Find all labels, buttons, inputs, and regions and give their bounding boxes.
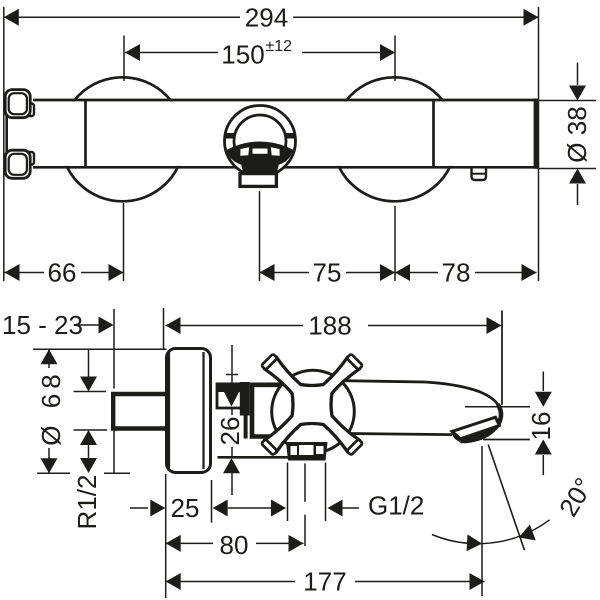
svg-text:Ø 38: Ø 38 xyxy=(562,106,592,162)
svg-text:177: 177 xyxy=(303,567,346,597)
svg-text:16: 16 xyxy=(526,412,556,441)
svg-text:294: 294 xyxy=(245,2,288,32)
svg-text:75: 75 xyxy=(313,258,342,288)
svg-text:25: 25 xyxy=(171,493,200,523)
svg-text:150: 150 xyxy=(221,40,264,70)
svg-text:±12: ±12 xyxy=(266,38,293,55)
svg-text:Ø 68: Ø 68 xyxy=(36,369,66,445)
svg-text:G1/2: G1/2 xyxy=(368,491,424,521)
svg-text:80: 80 xyxy=(220,530,249,560)
svg-text:78: 78 xyxy=(442,258,471,288)
svg-text:R1/2: R1/2 xyxy=(72,475,102,530)
svg-text:26: 26 xyxy=(215,417,245,446)
svg-text:15 - 23: 15 - 23 xyxy=(2,310,83,340)
svg-text:188: 188 xyxy=(308,311,351,341)
svg-text:66: 66 xyxy=(48,258,77,288)
